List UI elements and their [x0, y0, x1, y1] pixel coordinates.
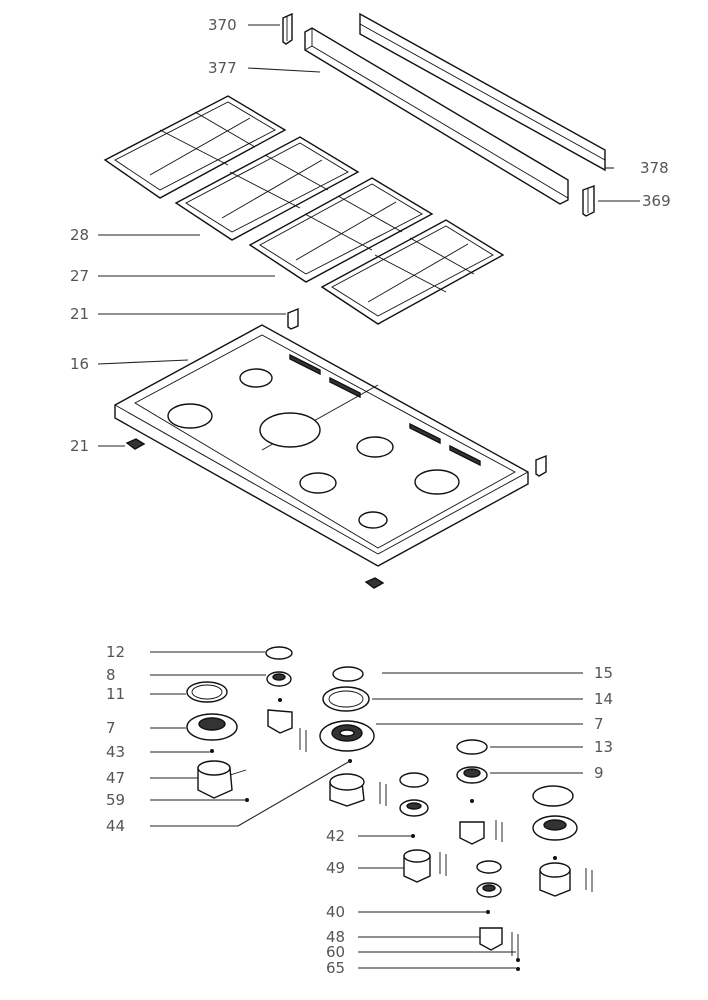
bracket-370: [282, 12, 293, 45]
burner-cup-48: [479, 927, 519, 958]
callout-11: 11: [106, 685, 125, 703]
burner-cap-13: [456, 739, 488, 755]
rail-377: [304, 27, 569, 205]
callout-7-right: 7: [594, 715, 604, 733]
burner-cup-9: [459, 820, 503, 845]
burner-ring-14: [322, 686, 370, 712]
clip-21-upper: [287, 307, 299, 330]
callout-60: 60: [326, 943, 345, 961]
burner-crown-7-right: [319, 720, 375, 752]
burner-crown-9: [456, 766, 488, 784]
burner-cap-15: [332, 666, 364, 682]
callout-21-lower: 21: [70, 437, 89, 455]
burner-cap-11: [186, 681, 228, 703]
rail-378: [359, 12, 606, 172]
burner-small-40: [476, 860, 502, 898]
callout-44: 44: [106, 817, 125, 835]
callout-65: 65: [326, 959, 345, 977]
clip-bottom: [364, 577, 385, 589]
hob-top-16: [114, 324, 529, 567]
injector-cup-8: [267, 709, 307, 752]
callout-13: 13: [594, 738, 613, 756]
burner-cup-49: [403, 849, 447, 883]
burner-large-right: [532, 785, 593, 897]
burner-cup-large: [329, 773, 387, 807]
callout-378: 378: [640, 159, 669, 177]
callout-40: 40: [326, 903, 345, 921]
callout-15: 15: [594, 664, 613, 682]
callout-9: 9: [594, 764, 604, 782]
callout-48: 48: [326, 928, 345, 946]
leader-lines: [97, 24, 640, 969]
bracket-369: [582, 185, 595, 217]
callout-42: 42: [326, 827, 345, 845]
pan-support-2: [174, 136, 360, 241]
callout-7-left: 7: [106, 719, 116, 737]
callout-49: 49: [326, 859, 345, 877]
callout-12: 12: [106, 643, 125, 661]
callout-labels: 370 377 378 369 28 27 21 16 21 12 8 11 7…: [70, 16, 671, 977]
callout-370: 370: [208, 16, 237, 34]
callout-28: 28: [70, 226, 89, 244]
callout-369: 369: [642, 192, 671, 210]
callout-27: 27: [70, 267, 89, 285]
burner-crown-7-left: [186, 713, 238, 741]
burner-cap-mid: [399, 772, 429, 817]
callout-21-upper: 21: [70, 305, 89, 323]
callout-8: 8: [106, 666, 116, 684]
burner-cap-12: [265, 646, 293, 660]
burner-cup-47: [197, 760, 247, 799]
pan-support-1: [103, 95, 287, 199]
pan-support-3: [248, 177, 434, 283]
callout-14: 14: [594, 690, 613, 708]
callout-47: 47: [106, 769, 125, 787]
callout-16: 16: [70, 355, 89, 373]
clip-right: [535, 454, 547, 477]
callout-43: 43: [106, 743, 125, 761]
clip-21-lower: [125, 438, 146, 450]
callout-377: 377: [208, 59, 237, 77]
callout-59: 59: [106, 791, 125, 809]
pan-support-4: [320, 219, 505, 325]
screw-dots: [210, 698, 557, 971]
burner-crown-8: [266, 671, 292, 687]
